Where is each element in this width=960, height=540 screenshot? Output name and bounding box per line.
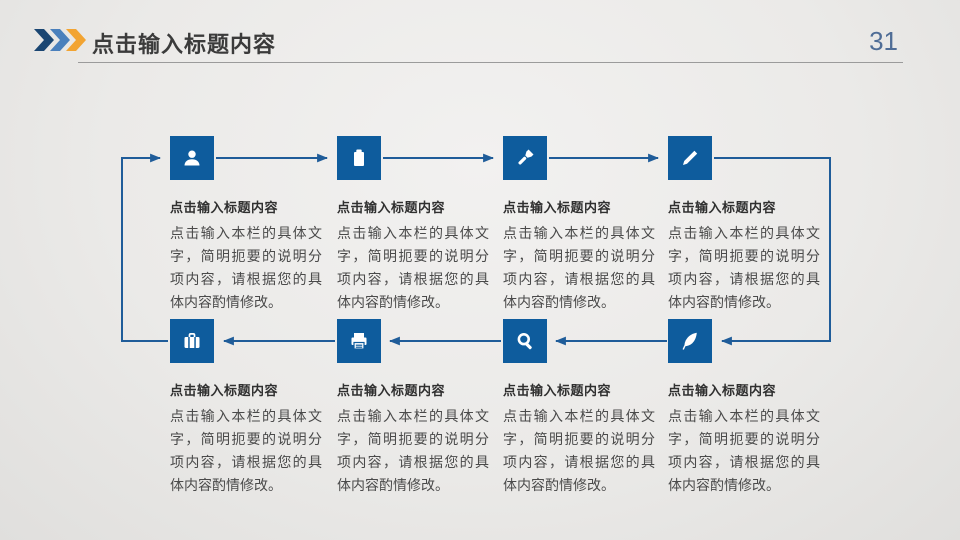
step-item: 点击输入标题内容 点击输入本栏的具体文字，简明扼要的说明分项内容，请根据您的具体… [170,319,322,497]
step-body: 点击输入本栏的具体文字，简明扼要的说明分项内容，请根据您的具体内容酌情修改。 [170,225,322,310]
flashlight-icon [503,136,547,180]
feather-icon [668,319,712,363]
step-title: 点击输入标题内容 [337,200,446,215]
step-body: 点击输入本栏的具体文字，简明扼要的说明分项内容，请根据您的具体内容酌情修改。 [337,225,489,310]
chevrons-icon [34,29,86,51]
user-icon [170,136,214,180]
clipboard-icon [337,136,381,180]
header-divider [78,62,903,63]
step-body: 点击输入本栏的具体文字，简明扼要的说明分项内容，请根据您的具体内容酌情修改。 [503,408,655,493]
step-body: 点击输入本栏的具体文字，简明扼要的说明分项内容，请根据您的具体内容酌情修改。 [668,408,820,493]
suitcase-icon [170,319,214,363]
step-title: 点击输入标题内容 [668,200,777,215]
step-item: 点击输入标题内容 点击输入本栏的具体文字，简明扼要的说明分项内容，请根据您的具体… [503,319,655,497]
step-title: 点击输入标题内容 [503,200,612,215]
step-item: 点击输入标题内容 点击输入本栏的具体文字，简明扼要的说明分项内容，请根据您的具体… [170,136,322,314]
step-body: 点击输入本栏的具体文字，简明扼要的说明分项内容，请根据您的具体内容酌情修改。 [668,225,820,310]
printer-icon [337,319,381,363]
step-item: 点击输入标题内容 点击输入本栏的具体文字，简明扼要的说明分项内容，请根据您的具体… [337,136,489,314]
step-title: 点击输入标题内容 [170,383,279,398]
step-title: 点击输入标题内容 [170,200,279,215]
step-item: 点击输入标题内容 点击输入本栏的具体文字，简明扼要的说明分项内容，请根据您的具体… [668,136,820,314]
step-title: 点击输入标题内容 [668,383,777,398]
step-body: 点击输入本栏的具体文字，简明扼要的说明分项内容，请根据您的具体内容酌情修改。 [170,408,322,493]
step-body: 点击输入本栏的具体文字，简明扼要的说明分项内容，请根据您的具体内容酌情修改。 [503,225,655,310]
step-item: 点击输入标题内容 点击输入本栏的具体文字，简明扼要的说明分项内容，请根据您的具体… [503,136,655,314]
slide-title: 点击输入标题内容 [92,32,277,57]
step-item: 点击输入标题内容 点击输入本栏的具体文字，简明扼要的说明分项内容，请根据您的具体… [337,319,489,497]
search-icon [503,319,547,363]
step-item: 点击输入标题内容 点击输入本栏的具体文字，简明扼要的说明分项内容，请根据您的具体… [668,319,820,497]
step-body: 点击输入本栏的具体文字，简明扼要的说明分项内容，请根据您的具体内容酌情修改。 [337,408,489,493]
step-title: 点击输入标题内容 [337,383,446,398]
page-number: 31 [869,26,898,56]
step-title: 点击输入标题内容 [503,383,612,398]
pencil-icon [668,136,712,180]
